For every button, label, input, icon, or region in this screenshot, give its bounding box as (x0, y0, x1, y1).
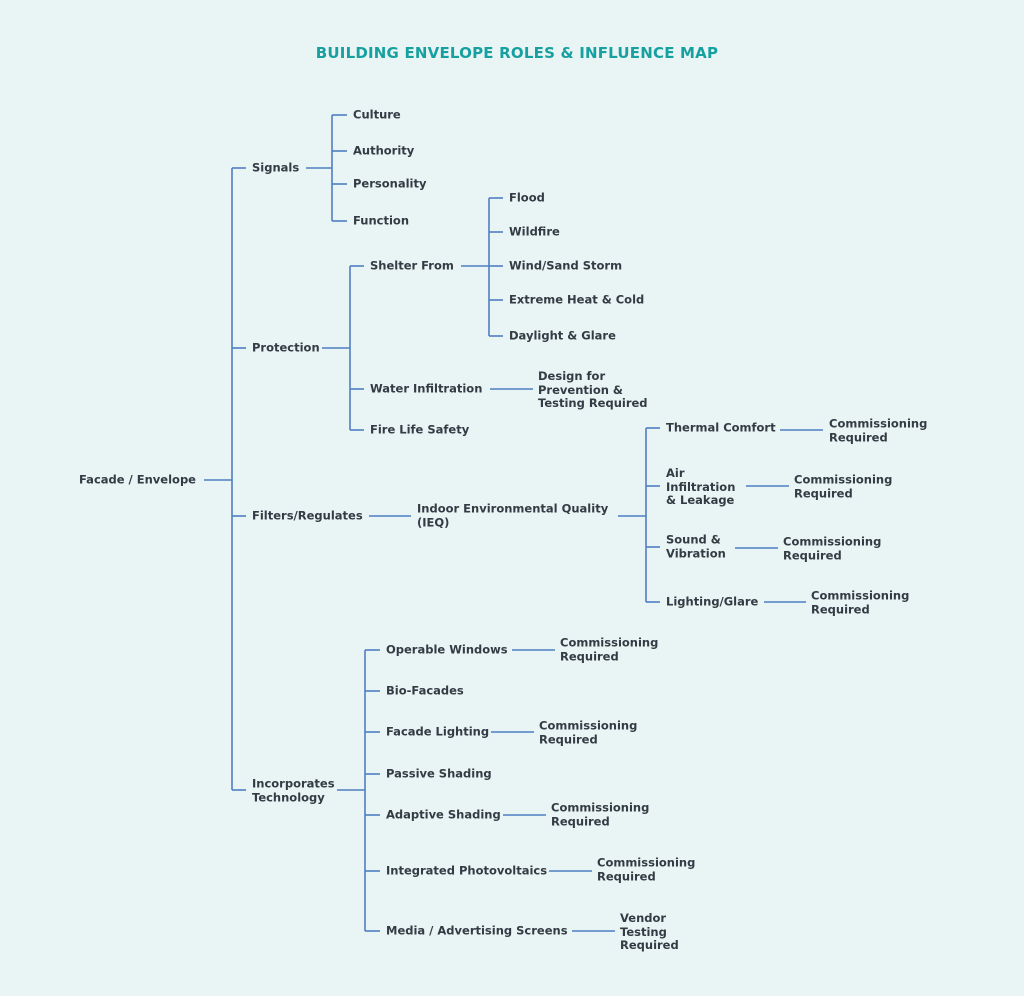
node-flood: Flood (509, 190, 545, 205)
node-authority: Authority (353, 143, 415, 158)
note-adaptive-commissioning: Commissioning Required (551, 800, 650, 828)
note-lighting-commissioning: Commissioning Required (811, 588, 910, 616)
node-sound-vibration: Sound & Vibration (666, 532, 726, 560)
node-fire-life-safety: Fire Life Safety (370, 422, 470, 437)
node-operable-windows: Operable Windows (386, 642, 508, 657)
note-sound-commissioning: Commissioning Required (783, 534, 882, 562)
node-signals: Signals (252, 160, 300, 175)
diagram-title: BUILDING ENVELOPE ROLES & INFLUENCE MAP (315, 44, 719, 62)
node-lighting-glare: Lighting/Glare (666, 594, 759, 609)
note-operable-commissioning: Commissioning Required (560, 635, 659, 663)
node-adaptive-shading: Adaptive Shading (386, 807, 501, 822)
node-facade-lighting: Facade Lighting (386, 724, 490, 739)
node-bio-facades: Bio-Facades (386, 683, 464, 698)
note-pv-commissioning: Commissioning Required (597, 855, 696, 883)
node-filters-regulates: Filters/Regulates (252, 508, 363, 523)
node-shelter-from: Shelter From (370, 258, 454, 273)
node-personality: Personality (353, 176, 427, 191)
node-function: Function (353, 213, 410, 228)
node-air-infiltration: Air Infiltration & Leakage (666, 465, 736, 507)
node-incorporates-technology: Incorporates Technology (252, 776, 335, 804)
node-ieq: Indoor Environmental Quality (IEQ) (417, 501, 609, 529)
node-passive-shading: Passive Shading (386, 766, 492, 781)
node-media-advertising-screens: Media / Advertising Screens (386, 923, 568, 938)
node-thermal-comfort: Thermal Comfort (666, 420, 776, 435)
note-water-design: Design for Prevention & Testing Required (538, 368, 648, 410)
note-facade-lighting-commissioning: Commissioning Required (539, 718, 638, 746)
note-media-vendor-testing: Vendor Testing Required (620, 910, 679, 952)
note-air-commissioning: Commissioning Required (794, 472, 893, 500)
node-integrated-photovoltaics: Integrated Photovoltaics (386, 863, 548, 878)
node-wind-sand-storm: Wind/Sand Storm (509, 258, 623, 273)
node-extreme-heat-cold: Extreme Heat & Cold (509, 292, 645, 307)
note-thermal-commissioning: Commissioning Required (829, 416, 928, 444)
node-daylight-glare: Daylight & Glare (509, 328, 616, 343)
node-wildfire: Wildfire (509, 224, 560, 239)
node-culture: Culture (353, 107, 401, 122)
node-water-infiltration: Water Infiltration (370, 381, 483, 396)
node-protection: Protection (252, 340, 320, 355)
root-node: Facade / Envelope (79, 472, 196, 487)
